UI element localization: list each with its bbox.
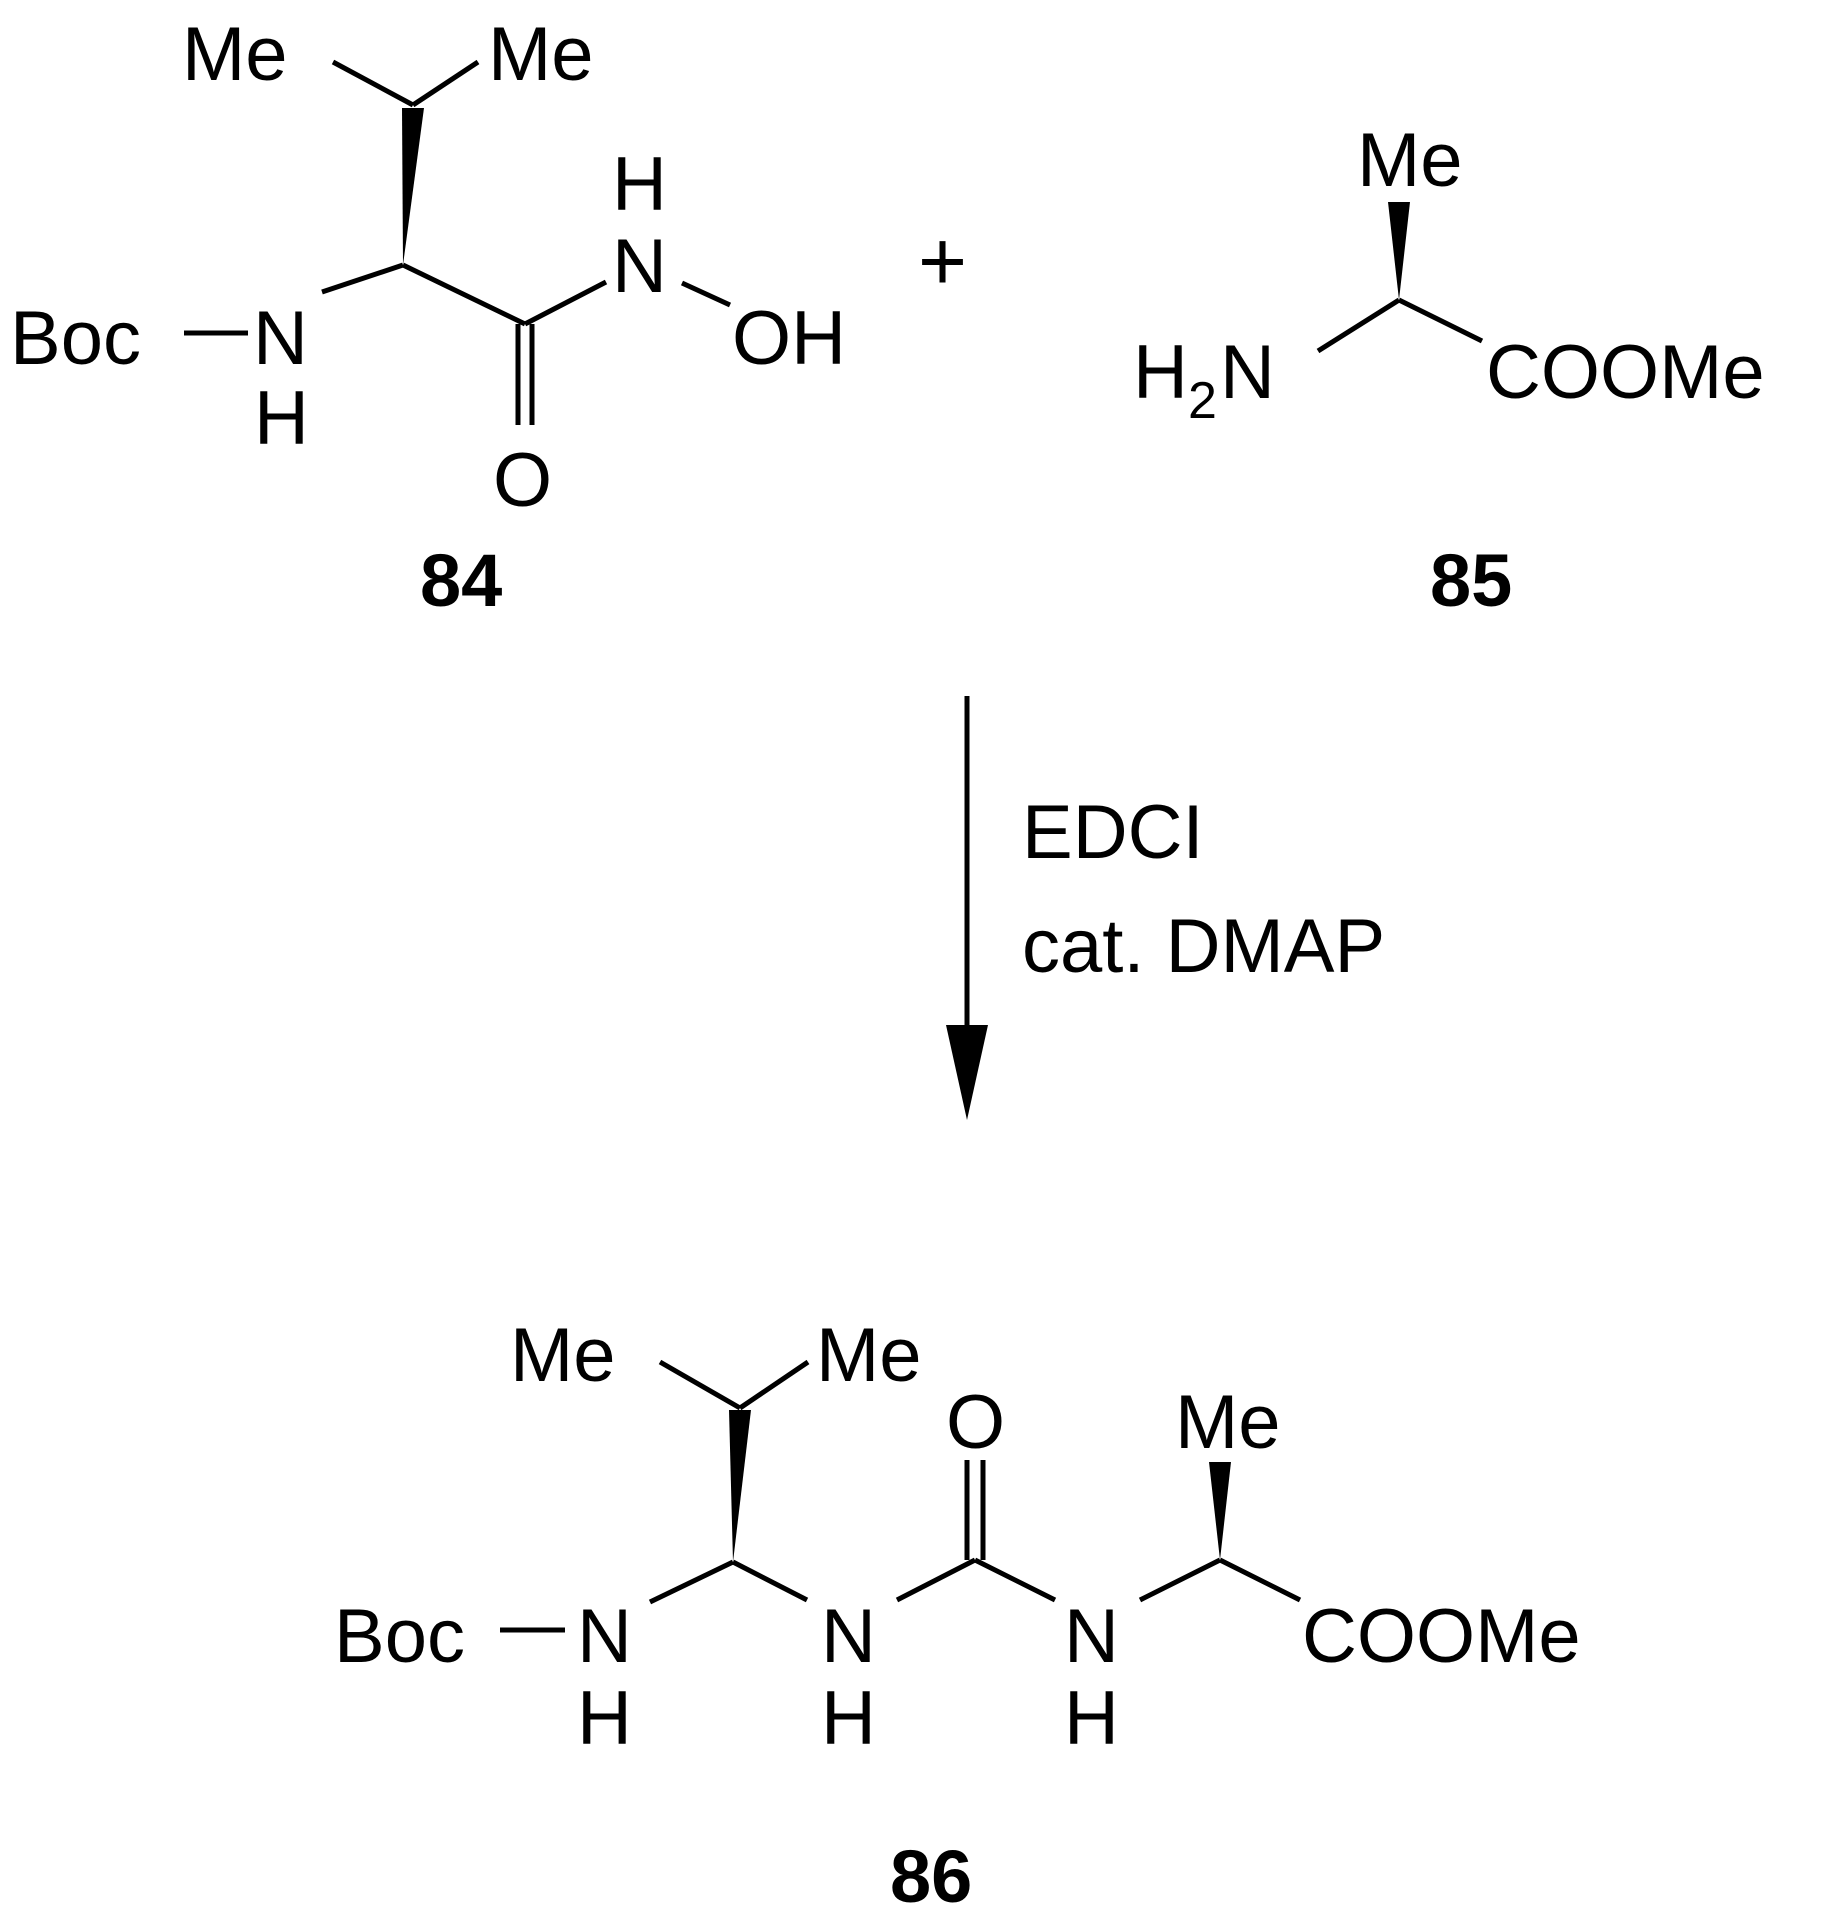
bond — [1397, 297, 1484, 344]
atom-label-n: N — [821, 1594, 876, 1679]
wedge-bond — [729, 1410, 751, 1562]
bond — [1138, 1557, 1222, 1603]
atom-label-coome: COOMe — [1302, 1594, 1581, 1679]
compound-number-84: 84 — [420, 539, 502, 622]
atom-label-me: Me — [816, 1313, 922, 1398]
compound-86-structure: Boc N H Me Me O N H Me N H COOMe — [334, 1313, 1581, 1761]
atom-label-coome: COOMe — [1486, 330, 1765, 415]
wedge-bond — [1209, 1462, 1231, 1560]
bond — [973, 1557, 1057, 1603]
atom-label-boc: Boc — [10, 296, 141, 381]
atom-label-n: N — [1220, 330, 1275, 415]
atom-label-h: H — [577, 1676, 632, 1761]
atom-label-oh: OH — [732, 296, 846, 381]
bond — [1316, 297, 1401, 354]
bond — [658, 1359, 742, 1411]
atom-label-me: Me — [1357, 118, 1463, 203]
reaction-arrow — [946, 696, 988, 1120]
atom-label-me: Me — [182, 12, 288, 97]
compound-84-structure: Boc N H Me Me N H OH O — [10, 12, 846, 523]
atom-label-o: O — [493, 438, 552, 523]
wedge-bond — [1388, 202, 1410, 300]
atom-label-n: N — [612, 224, 667, 309]
catalyst-label: cat. DMAP — [1022, 904, 1385, 989]
bond — [523, 279, 608, 327]
atom-label-me: Me — [1175, 1380, 1281, 1465]
arrow-head — [946, 1025, 988, 1120]
atom-label-n: N — [577, 1594, 632, 1679]
atom-label-n: N — [253, 296, 308, 381]
atom-label-h: H — [612, 142, 667, 227]
atom-label-h: H — [821, 1676, 876, 1761]
reagent-label: EDCI — [1022, 790, 1204, 875]
atom-label-h: H — [254, 376, 309, 461]
atom-label-h: H — [1064, 1676, 1119, 1761]
bond — [895, 1557, 977, 1603]
atom-label-n: N — [1064, 1594, 1119, 1679]
compound-number-85: 85 — [1430, 539, 1512, 622]
atom-label-h: H — [1133, 330, 1188, 415]
subscript-2: 2 — [1188, 372, 1217, 430]
atom-label-o: O — [946, 1380, 1005, 1465]
bond — [1218, 1557, 1302, 1603]
wedge-bond — [402, 108, 424, 265]
compound-number-86: 86 — [890, 1835, 972, 1918]
bond — [401, 262, 527, 327]
atom-label-me: Me — [488, 12, 594, 97]
atom-label-me: Me — [510, 1313, 616, 1398]
plus-sign: + — [918, 214, 967, 308]
bond — [731, 1559, 809, 1603]
atom-label-boc: Boc — [334, 1594, 465, 1679]
bond — [321, 262, 404, 295]
bond — [411, 59, 480, 108]
bond — [331, 59, 415, 108]
compound-85-structure: Me H 2 N COOMe — [1133, 118, 1765, 430]
bond — [680, 280, 732, 308]
bond — [648, 1559, 735, 1605]
bond — [738, 1359, 810, 1411]
